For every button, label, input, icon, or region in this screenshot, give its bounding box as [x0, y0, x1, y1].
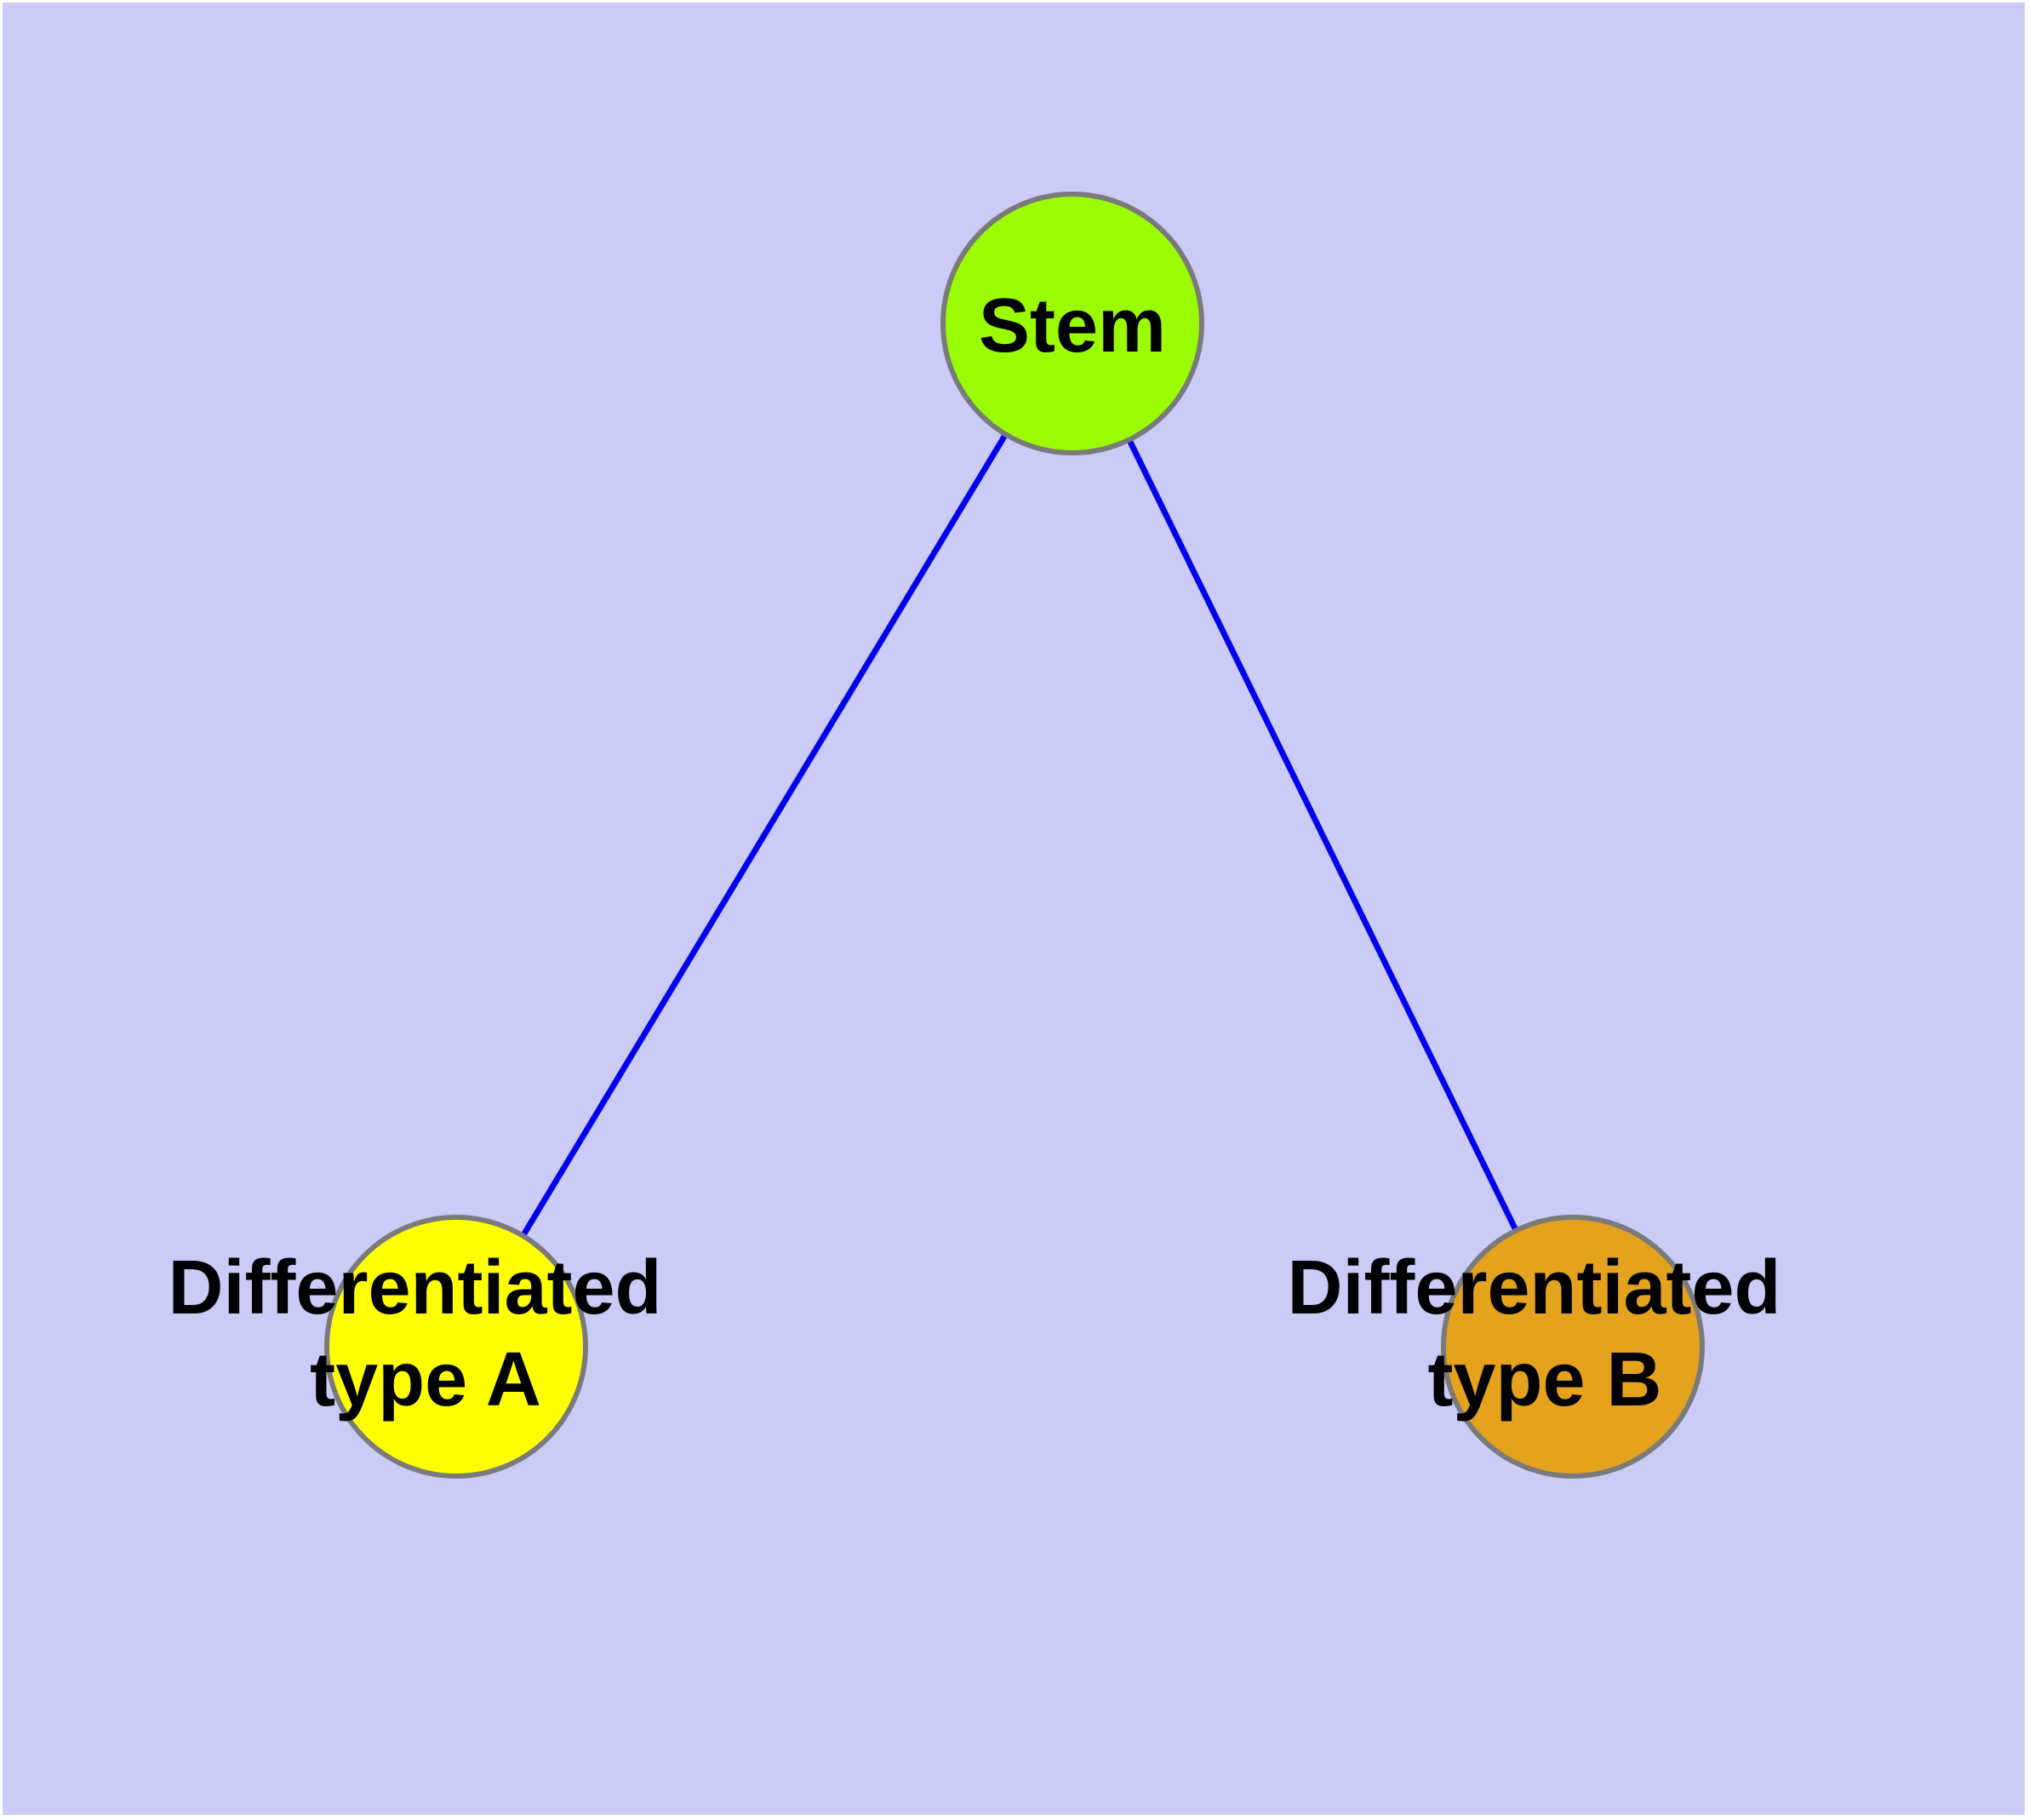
- node-differentiated-type-a: [324, 1215, 588, 1479]
- node-type-b-label-line2: type B: [1427, 1337, 1661, 1422]
- label-group: Stem Differentiated type A Differentiate…: [168, 283, 1802, 1422]
- edge-group: [454, 322, 1576, 1348]
- node-stem-label: Stem: [979, 283, 1166, 369]
- node-stem: [940, 192, 1204, 455]
- edge-stem-to-type-b: [1069, 322, 1576, 1348]
- node-type-a-label-line2: type A: [310, 1337, 541, 1422]
- node-type-a-label: Differentiated type A: [168, 1245, 683, 1422]
- node-differentiated-type-b: [1441, 1215, 1705, 1479]
- node-type-a-label-line1: Differentiated: [168, 1245, 661, 1331]
- edge-stem-to-type-a: [454, 322, 1075, 1348]
- node-type-b-label: Differentiated type B: [1287, 1245, 1802, 1422]
- node-type-b-label-line1: Differentiated: [1287, 1245, 1780, 1331]
- node-group: [324, 192, 1705, 1479]
